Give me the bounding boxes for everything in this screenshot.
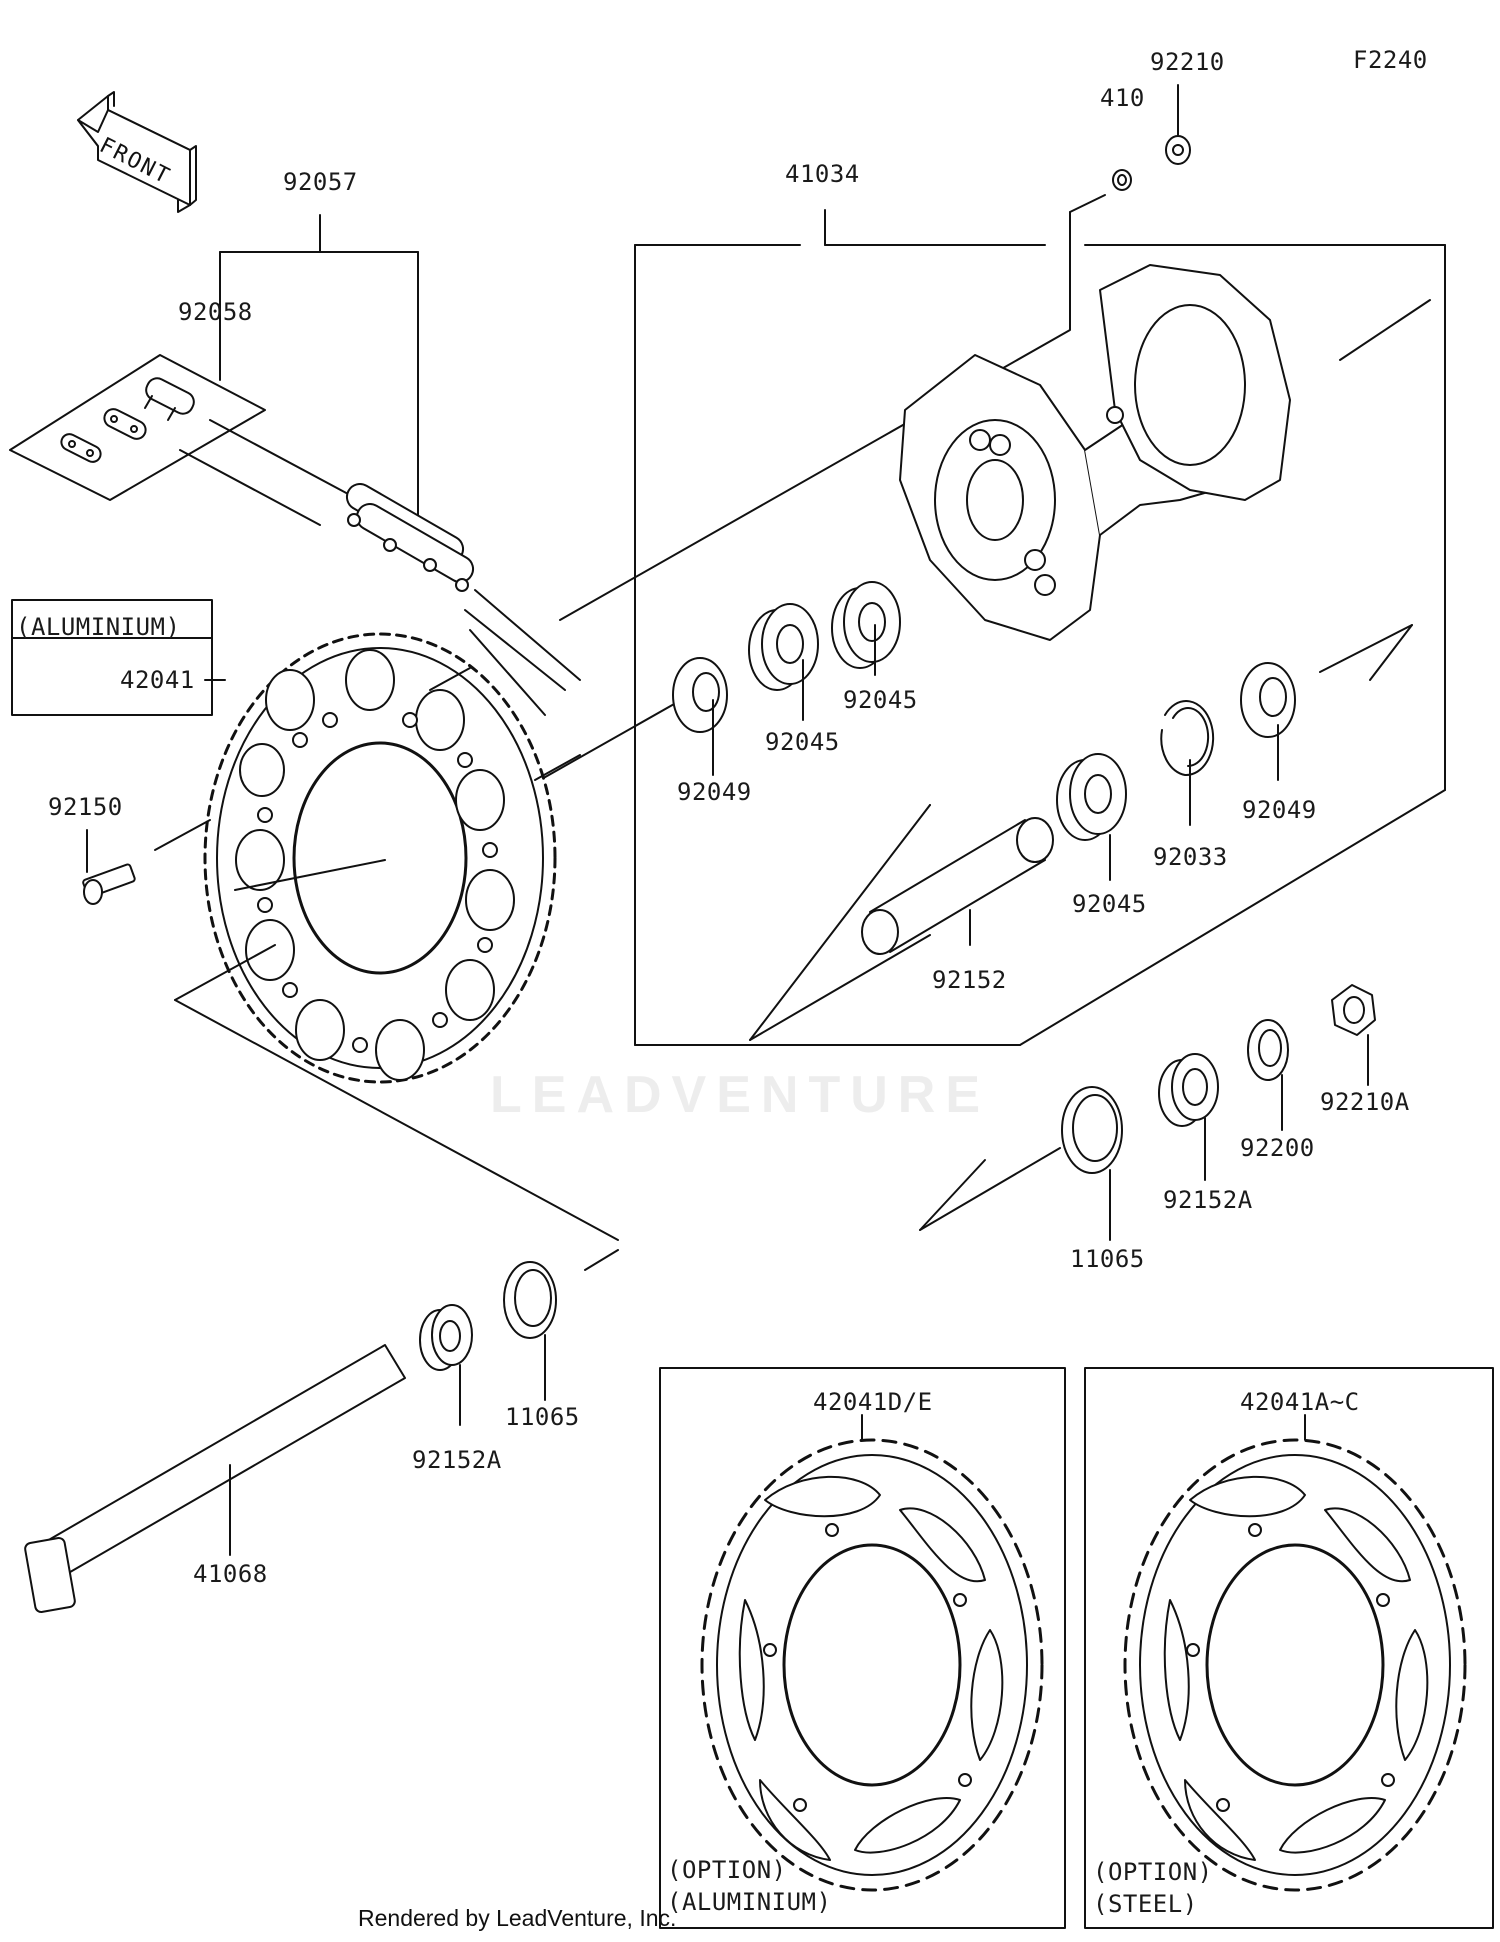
- footer-credit: Rendered by LeadVenture, Inc.: [358, 1905, 677, 1931]
- aluminium-note: (ALUMINIUM): [16, 613, 181, 641]
- seal-11065-left: [503, 1261, 557, 1401]
- nut-410: [1112, 169, 1132, 191]
- part-label-92057[interactable]: 92057: [283, 168, 358, 196]
- watermark: LEADVENTURE: [490, 1066, 991, 1124]
- part-label-92210[interactable]: 92210: [1150, 48, 1225, 76]
- option-material-2: (STEEL): [1093, 1890, 1198, 1918]
- option-box-steel: [1084, 1367, 1494, 1929]
- seal-11065-right: [919, 1086, 1123, 1241]
- part-label-92045-a[interactable]: 92045: [843, 686, 918, 714]
- leader-lines: [712, 624, 1279, 946]
- axle-41068: [24, 1344, 406, 1613]
- part-label-42041DE[interactable]: 42041D/E: [813, 1388, 933, 1416]
- nut-92210: [1165, 84, 1191, 165]
- diagram-code: F2240: [1353, 46, 1428, 74]
- part-label-41034[interactable]: 41034: [785, 160, 860, 188]
- part-label-42041[interactable]: 42041: [120, 666, 195, 694]
- circlip-92033: [1160, 700, 1215, 777]
- part-label-92058[interactable]: 92058: [178, 298, 253, 326]
- collar-92152A-left: [419, 1304, 473, 1426]
- part-label-92152A-left[interactable]: 92152A: [412, 1446, 502, 1474]
- chain-master-link: [9, 214, 581, 716]
- part-label-92045-c[interactable]: 92045: [1072, 890, 1147, 918]
- part-label-92152[interactable]: 92152: [932, 966, 1007, 994]
- part-label-410[interactable]: 410: [1100, 84, 1145, 112]
- aluminium-note-box: [11, 599, 226, 716]
- part-label-92049-right[interactable]: 92049: [1242, 796, 1317, 824]
- part-label-11065-right[interactable]: 11065: [1070, 1245, 1145, 1273]
- rear-sprocket-main: [154, 632, 581, 1084]
- option-note-2: (OPTION): [1093, 1858, 1213, 1886]
- seal-92049-left: [672, 657, 728, 733]
- front-arrow-icon: FRONT: [77, 91, 197, 213]
- wheel-hub: [899, 264, 1291, 641]
- seal-92049-right: [1240, 662, 1296, 738]
- spacer-92152: [861, 817, 1054, 955]
- part-label-41068[interactable]: 41068: [193, 1560, 268, 1588]
- part-label-92049-left[interactable]: 92049: [677, 778, 752, 806]
- part-label-92150[interactable]: 92150: [48, 793, 123, 821]
- bearing-92045-a: [831, 581, 901, 669]
- part-label-92045-b[interactable]: 92045: [765, 728, 840, 756]
- part-label-92210A[interactable]: 92210A: [1320, 1088, 1410, 1116]
- nut-92210A: [1331, 984, 1376, 1086]
- option-note-1: (OPTION): [667, 1856, 787, 1884]
- option-material-1: (ALUMINIUM): [667, 1888, 832, 1916]
- part-label-42041AC[interactable]: 42041A~C: [1240, 1388, 1360, 1416]
- bearing-92045-c: [1056, 753, 1127, 841]
- hub-assembly-frame: [539, 194, 1446, 1046]
- washer-92200: [1247, 1019, 1289, 1131]
- bolt-92150: [82, 829, 136, 905]
- collar-92152A-right: [1158, 1053, 1219, 1181]
- part-label-11065-left[interactable]: 11065: [505, 1403, 580, 1431]
- option-box-aluminium: [659, 1367, 1066, 1929]
- part-label-92152A-right[interactable]: 92152A: [1163, 1186, 1253, 1214]
- part-label-92033[interactable]: 92033: [1153, 843, 1228, 871]
- bearing-92045-b: [748, 603, 819, 691]
- part-label-92200[interactable]: 92200: [1240, 1134, 1315, 1162]
